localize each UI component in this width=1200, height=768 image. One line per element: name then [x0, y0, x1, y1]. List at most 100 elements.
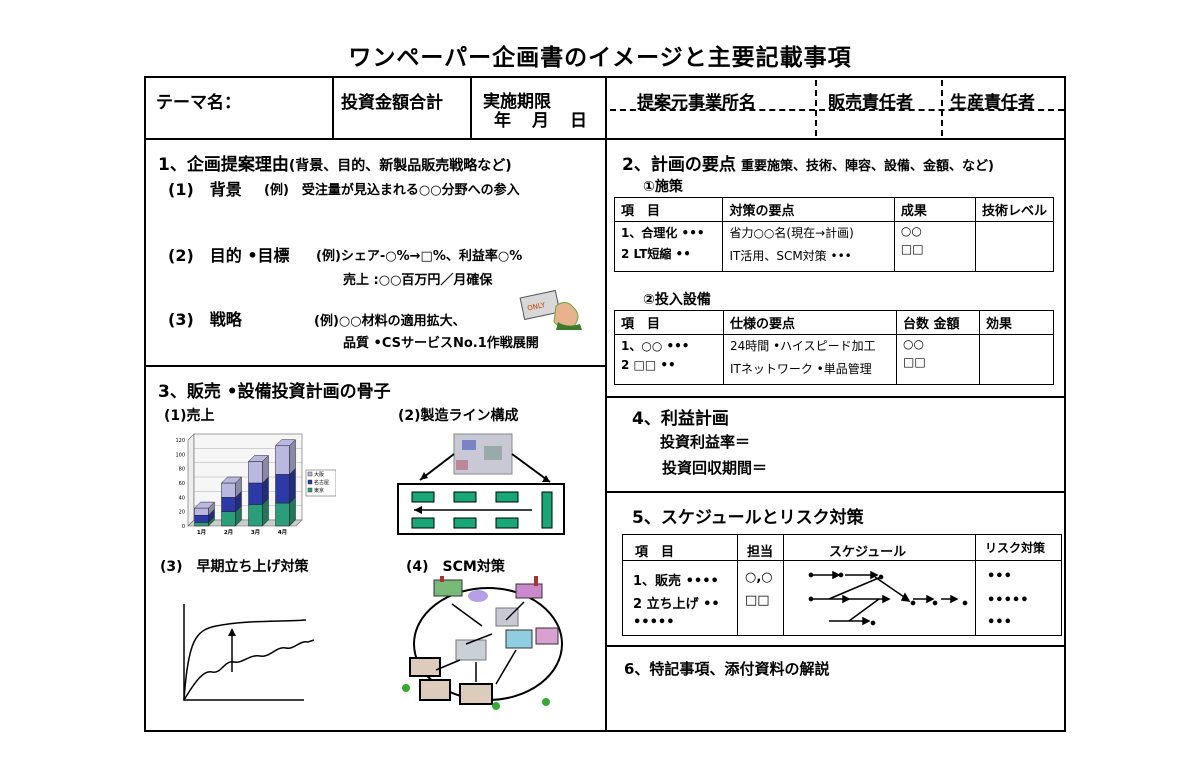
- table-header-cell: 対策の要点: [722, 197, 895, 222]
- flow-arrow: [465, 633, 493, 645]
- chart-bar-segment: [221, 482, 236, 498]
- frame-right-mid2: [606, 491, 1066, 493]
- chart-bar-top: [220, 476, 243, 484]
- proposer-label: 提案元事業所名: [637, 93, 756, 113]
- chart-ytick-label: 80: [179, 467, 185, 473]
- cell-line: 1、合理化 •••: [621, 226, 705, 240]
- chart-ytick-label: 60: [179, 481, 185, 487]
- sec2-heading-note: 重要施策、技術、陣容、設備、金額、など): [740, 159, 994, 174]
- chart-bars: [193, 439, 297, 527]
- chart-bar-segment: [221, 511, 236, 527]
- table-header-cell: 項 目: [635, 545, 675, 560]
- chart-ytick-label: 20: [179, 510, 185, 516]
- invest-total-label: 投資金額合計: [341, 93, 443, 113]
- chart-xtick-label: 4月: [278, 528, 287, 536]
- sec5-heading: 5、スケジュールとリスク対策: [632, 508, 864, 528]
- chart-bar-segment: [194, 507, 209, 516]
- hand-sign-clipart: ONLY: [519, 289, 582, 330]
- equipment-table: 項 目 仕様の要点 台数 金額 効果 1、○○ •••2 □□ •• 24時間 …: [614, 310, 1054, 385]
- measures-table: 項 目 対策の要点 成果 技術レベル 1、合理化 •••2 LT短縮 •• 省力…: [613, 197, 1055, 272]
- cell-line: IT活用、SCM対策 •••: [729, 249, 852, 263]
- sec6-heading: 6、特記事項、添付資料の解説: [624, 660, 830, 678]
- sec2-heading: 2、計画の要点: [622, 155, 736, 175]
- sec1-goal-text1: (例)シェア-○%→□%、利益率○%: [316, 249, 523, 264]
- chart-legend-label: 名古屋: [314, 479, 329, 486]
- store-icon: [535, 627, 559, 645]
- arrow-head: [870, 570, 879, 580]
- chart-legend-label: 東京: [314, 487, 324, 494]
- arrow-head: [842, 594, 851, 604]
- period-label: 実施期限: [483, 92, 551, 112]
- table-header-cell: スケジュール: [829, 545, 907, 560]
- sec1-background-text: (例) 受注量が見込まれる○○分野への参入: [264, 183, 520, 198]
- table-cell: 1、合理化 •••2 LT短縮 ••: [613, 221, 724, 272]
- supplier-building-icon: [515, 583, 543, 599]
- gantt-dot: [870, 620, 876, 626]
- sec1-background-label: (1) 背景: [168, 180, 242, 199]
- table-header-row: 項 目 仕様の要点 台数 金額 効果: [614, 310, 1054, 335]
- chart-legend-swatch: [307, 479, 313, 485]
- arrow-head: [882, 594, 891, 604]
- header-divider: [470, 76, 472, 138]
- table-cell: ○○□□: [896, 334, 980, 385]
- sec1-strategy-text1: (例)○○材料の適用拡大、: [314, 314, 466, 329]
- gantt-dot: [878, 574, 884, 580]
- sales-manager-label: 販売責任者: [828, 93, 913, 113]
- warehouse-icon: [505, 629, 533, 649]
- sec2-subheading-equipment: ②投入設備: [643, 292, 711, 308]
- theme-label: テーマ名：: [156, 93, 241, 113]
- production-line-diagram: [397, 433, 565, 535]
- startup-curve-chart: [183, 604, 315, 701]
- chart-ytick-label: 40: [179, 495, 185, 501]
- gantt-dot: [910, 600, 916, 606]
- frame-center: [605, 76, 607, 732]
- frame-right-mid1: [606, 396, 1066, 398]
- flow-arrow: [451, 603, 483, 627]
- sec3-startup-caption: (3) 早期立ち上げ対策: [160, 559, 309, 575]
- chart-bar-segment: [248, 461, 263, 484]
- arrow-head: [926, 594, 935, 604]
- sec4-heading: 4、利益計画: [632, 409, 729, 429]
- tree-icon: [402, 684, 410, 692]
- sec3-heading: 3、販売 •設備投資計画の骨子: [158, 382, 391, 402]
- table-header-cell: 効果: [979, 310, 1054, 335]
- actual-curve: [183, 639, 315, 701]
- header-dashed-divider: [815, 80, 817, 136]
- cell-line: 2 □□ ••: [621, 358, 676, 372]
- chart-bar-top: [274, 439, 297, 446]
- chart-bar-top: [193, 501, 216, 509]
- factory-clipart: [456, 460, 468, 470]
- table-cell: ○○□□: [893, 221, 976, 272]
- frame-left-mid: [144, 365, 606, 367]
- table-header-cell: 成果: [893, 197, 976, 222]
- gantt-arrow: [848, 598, 880, 622]
- line-station: [453, 491, 477, 503]
- chart-xtick-label: 3月: [251, 528, 260, 536]
- customer-house-icon: [409, 657, 441, 677]
- arrow-head: [228, 628, 236, 636]
- gantt-dot: [808, 596, 814, 602]
- tree-icon: [492, 702, 500, 710]
- table-header-cell: 技術レベル: [974, 197, 1055, 222]
- roi-label: 投資利益率＝: [660, 433, 751, 451]
- cell-line: ○○: [900, 224, 922, 238]
- schedule-item: 2 立ち上げ ••: [633, 597, 720, 612]
- line-station: [495, 517, 519, 529]
- table-header-cell: 項 目: [613, 197, 724, 222]
- chart-xtick-label: 1月: [197, 528, 206, 536]
- chart-ytick-label: 120: [175, 438, 185, 444]
- chart-legend-label: 大阪: [314, 471, 324, 478]
- chart-bar-segment: [248, 504, 263, 527]
- risk-item: •••: [987, 615, 1012, 630]
- chart-bar-segment: [275, 502, 290, 527]
- frame-right-mid3: [606, 645, 1066, 647]
- chart-bar-segment: [275, 474, 290, 504]
- flow-arrow: [511, 453, 551, 483]
- factory-clipart: [462, 440, 476, 450]
- table-header-cell: 担当: [747, 545, 774, 560]
- truck-icon: [468, 590, 488, 602]
